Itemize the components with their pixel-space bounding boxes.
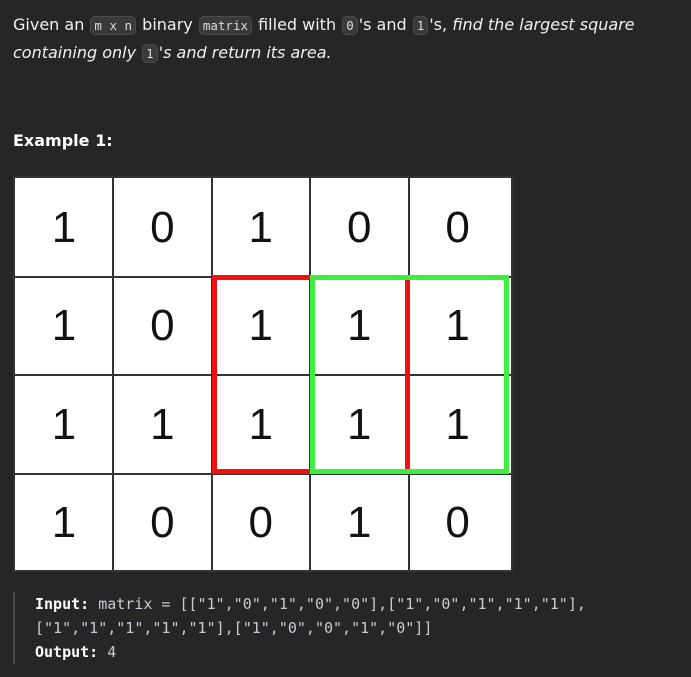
matrix-cell: 0 bbox=[445, 202, 470, 252]
input-label: Input: bbox=[35, 595, 90, 613]
desc-text-given: Given an bbox=[13, 15, 85, 34]
matrix-cell: 1 bbox=[248, 301, 274, 350]
grid-line-vertical bbox=[112, 178, 115, 570]
problem-description: Given an m x n binary matrix filled with… bbox=[13, 11, 683, 67]
example-input-line: Input: matrix = [["1","0","1","0","0"],[… bbox=[35, 592, 683, 640]
desc-text-filled: filled with bbox=[258, 15, 337, 34]
matrix-cell: 0 bbox=[346, 202, 372, 252]
desc-italic-2: 's and return its area. bbox=[158, 43, 332, 62]
green-highlight-square bbox=[310, 275, 509, 474]
matrix-cell: 0 bbox=[445, 498, 470, 547]
code-one-2: 1 bbox=[142, 44, 158, 63]
matrix-cell: 1 bbox=[248, 399, 274, 449]
matrix-grid-image: 1 0 1 0 0 1 0 1 1 1 1 1 1 1 1 1 0 0 1 0 bbox=[13, 176, 513, 572]
matrix-cell: 0 bbox=[150, 301, 175, 350]
matrix-cell: 0 bbox=[248, 498, 274, 547]
example-title: Example 1: bbox=[13, 131, 113, 150]
grid-line-horizontal bbox=[15, 374, 511, 376]
matrix-cell: 1 bbox=[346, 399, 372, 449]
matrix-cell: 1 bbox=[445, 399, 470, 449]
code-one: 1 bbox=[412, 16, 429, 35]
matrix-cell: 0 bbox=[150, 498, 175, 547]
code-zero: 0 bbox=[342, 16, 358, 35]
code-matrix: matrix bbox=[198, 16, 252, 35]
matrix-cell: 1 bbox=[51, 202, 77, 252]
code-mn: m x n bbox=[90, 16, 137, 35]
input-value: matrix = [["1","0","1","0","0"],["1","0"… bbox=[35, 595, 586, 637]
matrix-cell: 1 bbox=[51, 399, 77, 449]
output-label: Output: bbox=[35, 643, 99, 661]
example-io-block: Input: matrix = [["1","0","1","0","0"],[… bbox=[13, 592, 683, 664]
desc-text-s-and: 's and bbox=[358, 15, 407, 34]
grid-line-vertical bbox=[210, 178, 213, 570]
matrix-cell: 1 bbox=[445, 301, 470, 350]
desc-text-binary: binary bbox=[142, 15, 193, 34]
matrix-cell: 1 bbox=[346, 301, 372, 350]
matrix-cell: 1 bbox=[248, 202, 274, 252]
matrix-cell: 1 bbox=[150, 399, 175, 449]
example-output-line: Output: 4 bbox=[35, 640, 683, 664]
desc-italic-1: find the largest square containing only bbox=[13, 15, 635, 62]
matrix-cell: 1 bbox=[346, 498, 372, 547]
matrix-cell: 1 bbox=[51, 498, 77, 547]
output-value: 4 bbox=[107, 643, 117, 661]
desc-text-s-comma: 's, bbox=[429, 15, 448, 34]
matrix-cell: 0 bbox=[150, 202, 175, 252]
matrix-cell: 1 bbox=[51, 301, 77, 350]
